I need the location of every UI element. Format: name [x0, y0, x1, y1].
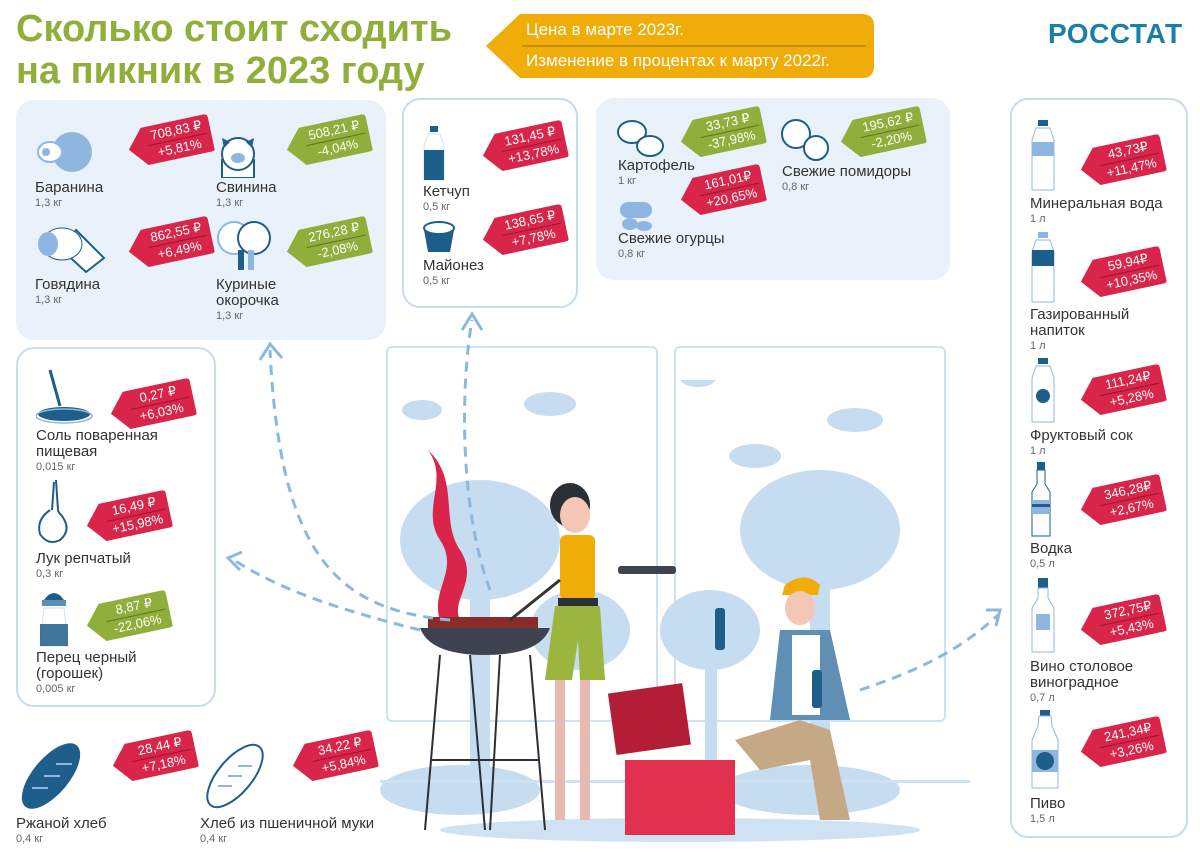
- item-rye-bread: Ржаной хлеб 0,4 кг: [16, 815, 107, 846]
- item-beer: Пиво 1,5 л: [1030, 795, 1066, 826]
- wine-bottle-icon: [1031, 578, 1055, 653]
- potato-icon: [617, 120, 664, 157]
- item-potato: Картофель 1 кг: [618, 157, 695, 188]
- legend-banner: Цена в марте 2023г. Изменение в процента…: [486, 14, 874, 78]
- item-mineral-water: Минеральная вода 1 л: [1030, 195, 1163, 226]
- price-tag-lamb: 708,83 ₽ +5,81%: [125, 112, 216, 171]
- item-salt: Соль поваренная пищевая 0,015 кг: [36, 427, 158, 474]
- soda-bottle-icon: [1031, 232, 1055, 303]
- price-tag-pepper: 8,87 ₽ -22,06%: [83, 588, 174, 647]
- rosstat-logo: РОССТАТ: [1048, 18, 1183, 49]
- price-tag-vodka: 346,28₽ +2,67%: [1077, 472, 1168, 531]
- water-bottle-icon: [1031, 120, 1055, 191]
- title-line-1: Сколько стоит сходить: [16, 8, 452, 50]
- price-tag-chicken: 276,28 ₽ -2,08%: [283, 214, 374, 273]
- cow-icon: [38, 227, 106, 274]
- window-frame-left: [386, 346, 658, 722]
- item-wheat-bread: Хлеб из пшеничной муки 0,4 кг: [200, 815, 375, 846]
- item-lamb: Баранина 1,3 кг: [35, 179, 104, 210]
- cucumber-icon: [620, 202, 652, 231]
- chicken-legs-icon: [217, 221, 271, 270]
- item-mayonnaise: Майонез 0,5 кг: [423, 257, 484, 288]
- item-cucumber: Свежие огурцы 0,8 кг: [618, 230, 725, 261]
- price-tag-juice: 111,24₽ +5,28%: [1077, 362, 1168, 421]
- price-tag-onion: 16,49 ₽ +15,98%: [83, 488, 174, 547]
- onion-icon: [38, 480, 68, 543]
- price-tag-cucumber: 161,01₽ +20,65%: [677, 162, 768, 221]
- item-ketchup: Кетчуп 0,5 кг: [423, 183, 470, 214]
- item-beef: Говядина 1,3 кг: [35, 276, 101, 307]
- price-tag-mayonnaise: 138,65 ₽ +7,78%: [479, 202, 570, 261]
- mayonnaise-tub-icon: [423, 221, 455, 252]
- pepper-jar-icon: [39, 593, 69, 647]
- item-soda: Газированный напиток 1 л: [1030, 306, 1130, 353]
- price-tag-rye-bread: 28,44 ₽ +7,18%: [109, 728, 200, 787]
- price-tag-wheat-bread: 34,22 ₽ +5,84%: [289, 728, 380, 787]
- item-onion: Лук репчатый 0,3 кг: [36, 550, 131, 581]
- wheat-bread-icon: [206, 743, 264, 809]
- picnic-scene-illustration: [380, 380, 970, 842]
- rye-bread-icon: [21, 743, 81, 809]
- ketchup-bottle-icon: [423, 126, 445, 181]
- legend-price-label: Цена в марте 2023г.: [526, 20, 685, 39]
- price-tag-soda: 59,94₽ +10,35%: [1077, 244, 1168, 303]
- tomato-icon: [781, 119, 829, 161]
- price-tag-ketchup: 131,45 ₽ +13,78%: [479, 118, 570, 177]
- item-vodka: Водка 0,5 л: [1030, 540, 1073, 571]
- item-tomato: Свежие помидоры 0,8 кг: [782, 163, 912, 194]
- price-tag-wine: 372,75₽ +5,43%: [1077, 592, 1168, 651]
- vodka-bottle-icon: [1031, 462, 1051, 537]
- pig-icon: [221, 137, 255, 178]
- page-title: Сколько стоит сходить на пикник в 2023 г…: [16, 8, 452, 92]
- item-black-pepper: Перец черный (горошек) 0,005 кг: [36, 649, 137, 696]
- legend-arrow-shape: [486, 14, 874, 78]
- price-tag-beer: 241,34₽ +3,26%: [1077, 714, 1168, 773]
- price-tag-salt: 0,27 ₽ +6,03%: [107, 376, 198, 435]
- juice-bottle-icon: [1031, 358, 1055, 423]
- price-tag-pork: 508,21 ₽ -4,04%: [283, 112, 374, 171]
- price-tag-potato: 33,73 ₽ -37,98%: [677, 104, 768, 163]
- dashed-arrows: [225, 311, 1002, 692]
- item-juice: Фруктовый сок 1 л: [1030, 427, 1133, 458]
- price-tag-tomato: 195,62 ₽ -2,20%: [837, 104, 928, 163]
- price-tag-mineral-water: 43,73₽ +11,47%: [1077, 132, 1168, 191]
- price-tag-beef: 862,55 ₽ +6,49%: [125, 214, 216, 273]
- sheep-icon: [37, 132, 92, 172]
- item-pork: Свинина 1,3 кг: [216, 179, 277, 210]
- title-line-2: на пикник в 2023 году: [16, 50, 425, 92]
- item-wine: Вино столовое виноградное 0,7 л: [1030, 658, 1134, 705]
- legend-change-label: Изменение в процентах к марту 2022г.: [526, 51, 830, 70]
- beer-bottle-icon: [1031, 710, 1059, 789]
- item-chicken-legs: Куриные окорочка 1,3 кг: [216, 276, 279, 323]
- salt-bowl-icon: [36, 369, 93, 424]
